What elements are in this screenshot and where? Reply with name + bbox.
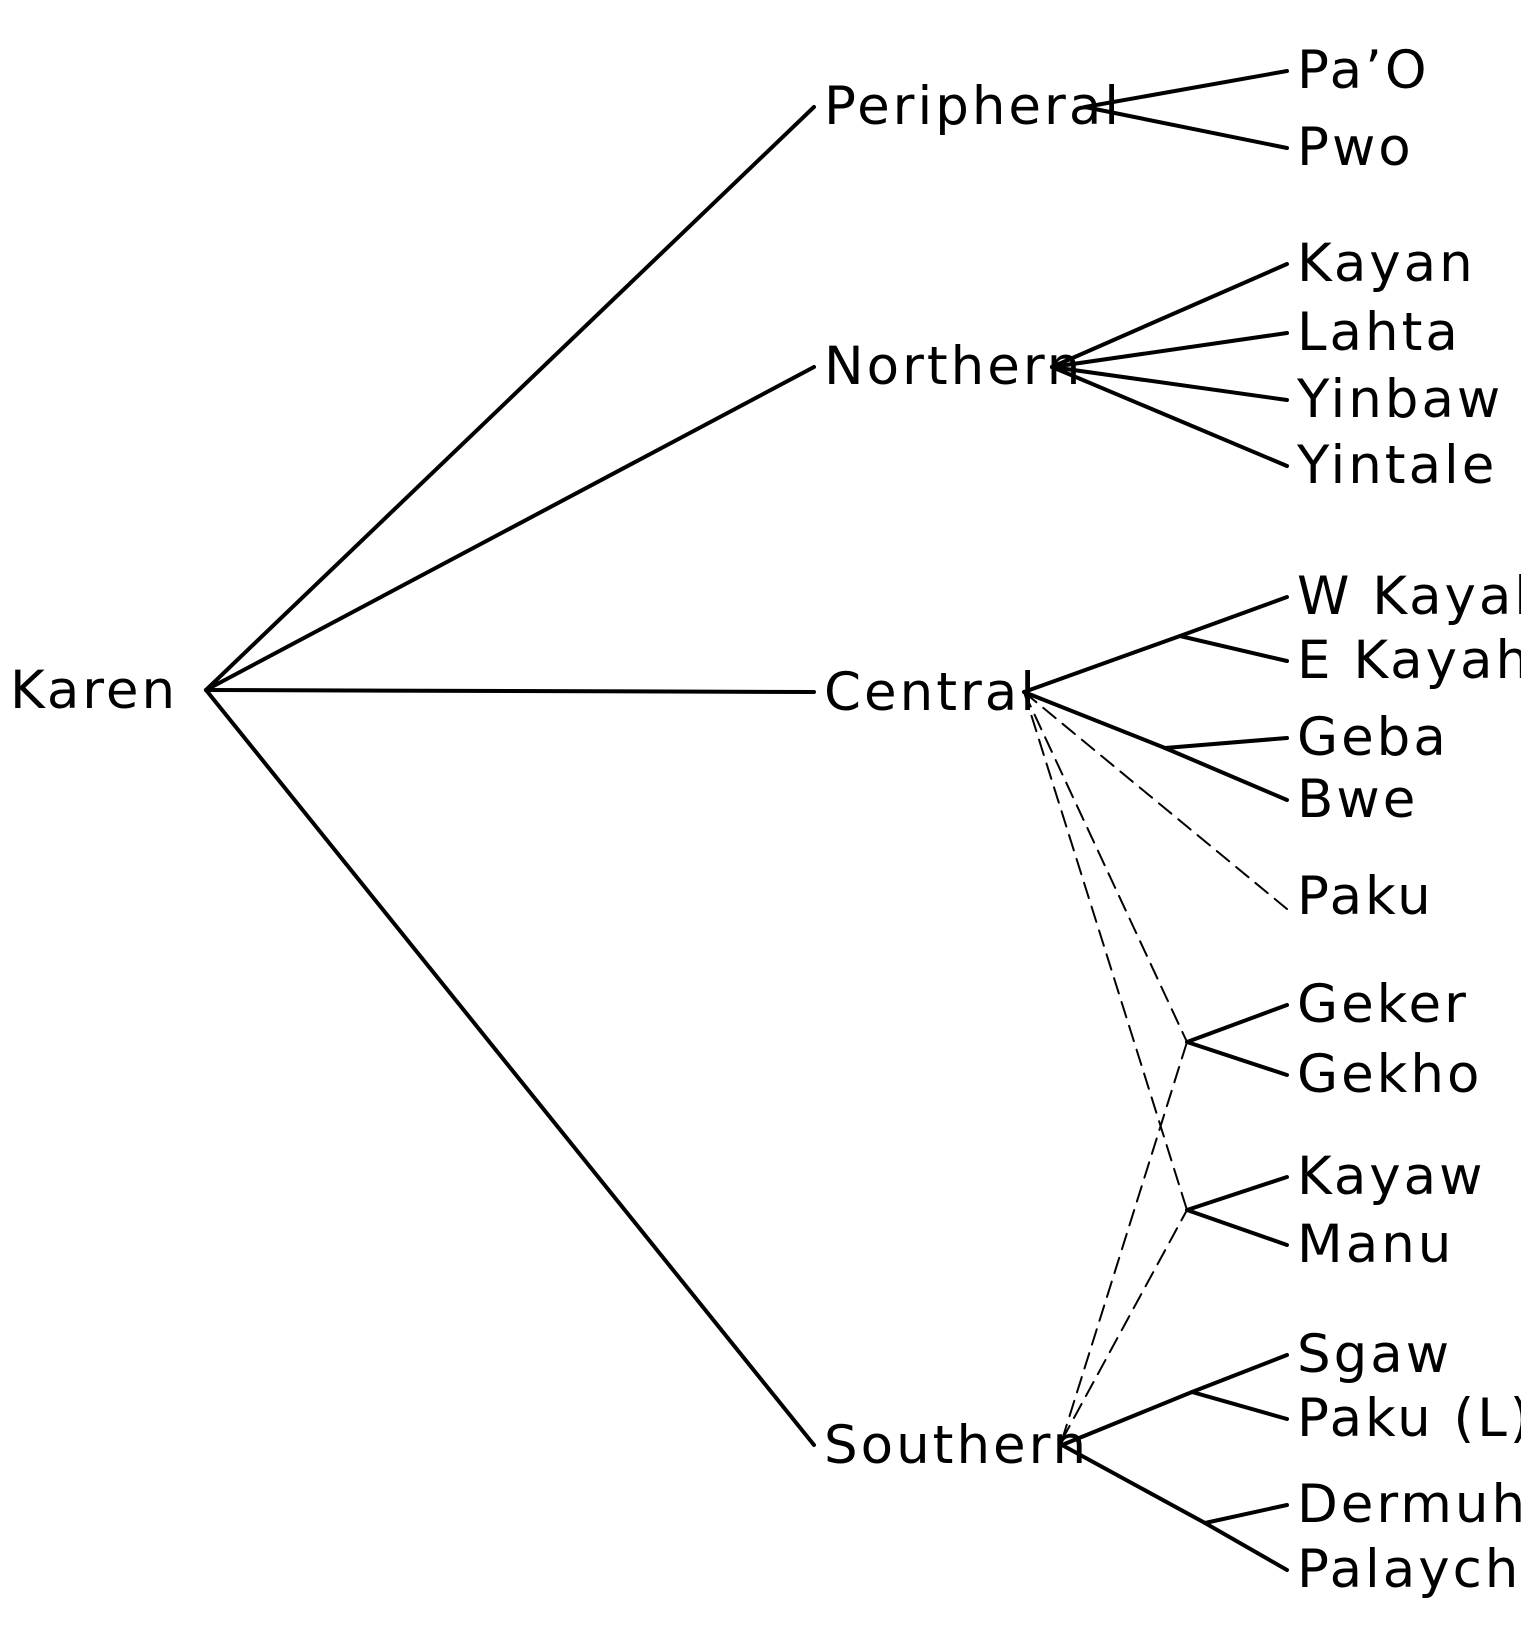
edge-northern-lahta — [1050, 331, 1289, 369]
edge-root-southern — [204, 688, 816, 1447]
edge-kayaw-node-manu — [1185, 1208, 1289, 1247]
leaf-label-kayaw: Kayaw — [1297, 1146, 1486, 1207]
leaf-label-sgaw: Sgaw — [1297, 1324, 1452, 1385]
edge-kayaw-node-kayaw — [1185, 1175, 1289, 1212]
edge-central-kayaw-node — [1023, 691, 1188, 1211]
edge-southern-geker-node — [1061, 1041, 1188, 1441]
edge-geker-node-gekho — [1185, 1040, 1289, 1077]
branch-label-peripheral: Peripheral — [824, 76, 1122, 137]
branch-label-central: Central — [824, 662, 1038, 723]
edge-bwe-node-bwe — [1163, 746, 1289, 802]
leaf-label-yintale: Yintale — [1296, 435, 1497, 496]
leaf-label-w-kayah: W Kayah — [1297, 566, 1521, 627]
leaf-label-dermuha: Dermuha — [1297, 1474, 1521, 1535]
edge-southern-kayaw-node — [1061, 1209, 1188, 1441]
leaf-label-paku: Paku — [1297, 866, 1434, 927]
edge-kayah-w-kayah — [1178, 595, 1289, 638]
edge-sgaw-node-sgaw — [1190, 1353, 1289, 1394]
edge-central-kayah-node — [1022, 634, 1182, 694]
leaf-label-geba: Geba — [1297, 707, 1449, 768]
edge-root-central — [204, 688, 816, 694]
edge-geker-node-geker — [1185, 1003, 1289, 1044]
leaf-label-e-kayah: E Kayah — [1297, 630, 1521, 691]
edge-bwe-node-geba — [1163, 736, 1289, 750]
edge-northern-yintale — [1050, 365, 1289, 468]
leaf-label-paku-l: Paku (L) — [1297, 1388, 1521, 1449]
leaf-label-palaychi: Palaychi — [1297, 1539, 1521, 1600]
leaf-label-yinbaw: Yinbaw — [1296, 369, 1503, 430]
edge-dermuha-node-dermuha — [1203, 1503, 1289, 1525]
leaf-label-geker: Geker — [1297, 974, 1469, 1035]
root-label: Karen — [10, 660, 178, 721]
edge-southern-sgaw-node — [1060, 1390, 1194, 1447]
leaf-label-pwo: Pwo — [1297, 117, 1414, 178]
branch-label-northern: Northern — [824, 336, 1083, 397]
leaf-label-kayan: Kayan — [1297, 233, 1476, 294]
edge-root-northern — [204, 365, 816, 692]
edge-northern-kayan — [1050, 262, 1289, 369]
edge-southern-dermuha-node — [1060, 1443, 1207, 1525]
edge-central-paku — [1023, 691, 1288, 910]
leaf-label-manu: Manu — [1297, 1214, 1454, 1275]
leaf-label-bwe: Bwe — [1297, 769, 1418, 830]
edge-sgaw-node-paku-l — [1190, 1390, 1289, 1421]
leaf-label-lahta: Lahta — [1297, 302, 1461, 363]
edge-kayah-e-kayah — [1178, 634, 1289, 663]
leaf-label-gekho: Gekho — [1297, 1044, 1482, 1105]
edge-central-bwe-node — [1022, 690, 1167, 750]
leaf-label-pao: Pa’O — [1297, 40, 1430, 101]
edge-northern-yinbaw — [1050, 365, 1289, 402]
edge-central-geker-node — [1023, 691, 1188, 1043]
edge-peripheral-pao — [1083, 69, 1289, 109]
edge-peripheral-pwo — [1083, 105, 1289, 150]
branch-label-southern: Southern — [824, 1415, 1089, 1476]
edge-dermuha-node-palaychi — [1203, 1521, 1289, 1572]
edge-root-peripheral — [204, 105, 816, 692]
